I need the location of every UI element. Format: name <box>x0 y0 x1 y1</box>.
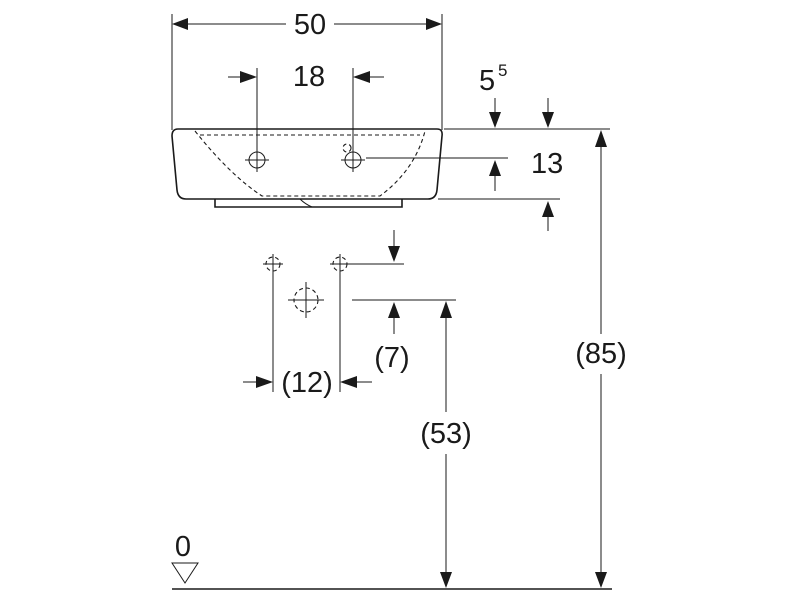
waste-height-label: (53) <box>420 418 472 450</box>
supply-connections <box>263 230 404 318</box>
rim-height-dimension: (85) <box>575 130 627 588</box>
waste-outlet <box>288 282 324 318</box>
left-tap-hole <box>245 148 269 172</box>
tap-spacing-label: 18 <box>293 61 325 93</box>
rim-offset-superscript: 5 <box>498 61 507 80</box>
width-label: 50 <box>294 9 326 41</box>
waste-offset-dimension: (7) <box>352 299 456 374</box>
right-supply-point <box>330 254 350 274</box>
washbasin-outline <box>171 128 443 208</box>
rim-offset-label: 5 <box>479 65 495 97</box>
rim-offset-dimension: 5 5 <box>444 61 610 130</box>
depth-dimension: 13 <box>366 148 563 231</box>
tap-spacing-dimension: 18 <box>228 61 384 150</box>
floor-level-label: 0 <box>175 531 191 563</box>
waste-offset-label: (7) <box>374 342 409 374</box>
waste-height-dimension: (53) <box>420 301 472 588</box>
left-supply-point <box>263 254 283 274</box>
right-tap-hole <box>341 143 365 172</box>
supply-spacing-dimension: (12) <box>243 274 372 399</box>
supply-spacing-label: (12) <box>281 367 333 399</box>
floor-level: 0 <box>171 531 612 590</box>
depth-label: 13 <box>531 148 563 180</box>
width-dimension: 50 <box>171 9 443 130</box>
rim-height-label: (85) <box>575 338 627 370</box>
